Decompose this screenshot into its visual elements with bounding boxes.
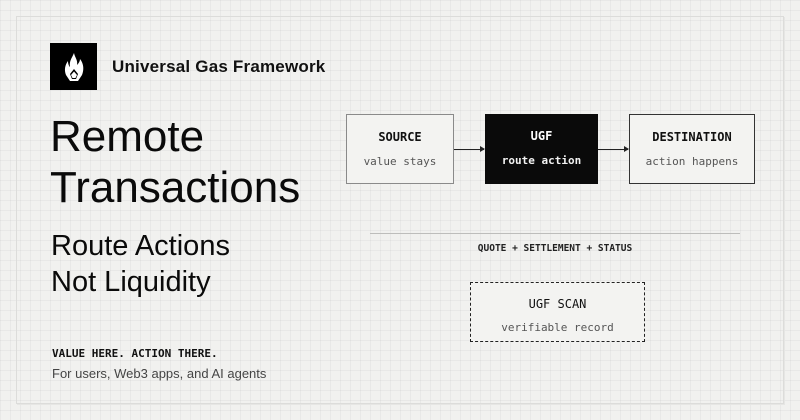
tagline: VALUE HERE. ACTION THERE. [52, 347, 218, 360]
page-frame [16, 16, 784, 404]
scan-title: UGF SCAN [528, 297, 587, 311]
arrow-ugf-to-destination [598, 146, 629, 152]
flame-icon [64, 52, 83, 81]
destination-title: DESTINATION [652, 130, 732, 144]
destination-subtitle: action happens [645, 155, 739, 168]
ugf-subtitle: route action [501, 154, 582, 167]
source-title: SOURCE [378, 130, 422, 144]
layer-label: QUOTE + SETTLEMENT + STATUS [477, 243, 633, 254]
scan-subtitle: verifiable record [501, 321, 614, 334]
source-node: SOURCE value stays [346, 114, 454, 184]
hero-subtitle-line2: Not Liquidity [51, 266, 211, 298]
hero-title-line1: Remote [50, 112, 205, 161]
destination-node: DESTINATION action happens [629, 114, 755, 184]
audience-text: For users, Web3 apps, and AI agents [52, 366, 267, 381]
logo [50, 43, 97, 90]
source-subtitle: value stays [363, 155, 437, 168]
arrow-source-to-ugf [454, 146, 485, 152]
ugf-scan-node: UGF SCAN verifiable record [470, 282, 645, 342]
hero-title-line2: Transactions [50, 163, 301, 212]
brand-name: Universal Gas Framework [112, 57, 326, 76]
ugf-title: UGF [530, 129, 553, 143]
ugf-node: UGF route action [485, 114, 598, 184]
divider [370, 233, 740, 234]
hero-subtitle-line1: Route Actions [51, 230, 230, 262]
